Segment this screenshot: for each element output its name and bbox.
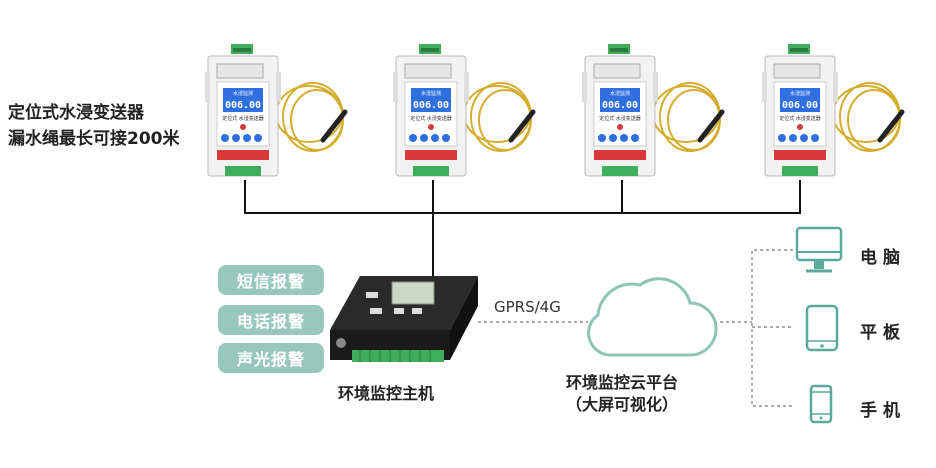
lcd-reading: 006.00 [782,100,818,111]
sensor-cable [275,82,344,152]
bottom-terminal [602,166,638,176]
alarm-badge-phone-call: 电话报警 [218,305,324,335]
bottom-terminal [413,166,449,176]
bottom-terminal [782,166,818,176]
client-branch-line [751,249,793,407]
button-row [221,134,262,142]
probe-icon [508,109,536,143]
red-terminal [217,150,269,160]
logo-icon [617,124,623,130]
lcd-title: 水浸监测 [610,90,630,97]
monitor-icon [795,226,843,273]
sensor-device-graphic: 水浸监测 006.00 定位式 水浸变送器 [762,44,905,177]
model-line: 定位式 水浸变送器 [779,115,821,122]
sensor-device-graphic: 水浸监测 006.00 定位式 水浸变送器 [393,44,536,177]
red-terminal [594,150,646,160]
lcd-title: 水浸监测 [233,90,253,97]
client-label-pc: 电脑 [860,248,906,268]
alarm-badge-sms: 短信报警 [218,265,324,295]
sensor-device-graphic: 水浸监测 006.00 定位式 水浸变送器 [582,44,725,177]
sensor-caption: 定位式水浸变送器 漏水绳最长可接200米 [8,100,180,152]
lcd-reading: 006.00 [225,100,261,111]
lcd-screen [411,88,451,112]
host-controller-device [330,276,478,362]
lcd-title: 水浸监测 [421,90,441,97]
lcd-screen [780,88,820,112]
logo-icon [428,124,434,130]
water-sensor-device: 水浸监测 006.00 定位式 水浸变送器 [582,42,732,188]
sensor-bus-line [244,180,801,214]
cloud-label-line1: 环境监控云平台 [566,373,679,392]
phone-icon [809,384,833,424]
probe-icon [697,109,725,143]
logo-icon [240,124,246,130]
network-label: GPRS/4G [494,298,561,316]
lcd-reading: 006.00 [602,100,638,111]
client-label-phone: 手机 [860,401,906,421]
probe-icon [877,109,905,143]
button-row [598,134,639,142]
lcd-screen [600,88,640,112]
host-label: 环境监控主机 [338,384,435,403]
cloud-icon [587,277,718,357]
water-sensor-device: 水浸监测 006.00 定位式 水浸变送器 [762,42,912,188]
red-terminal [405,150,457,160]
lcd-title: 水浸监测 [790,90,810,97]
button-row [778,134,819,142]
sensor-caption-line1: 定位式水浸变送器 [8,103,144,123]
sensor-cable [832,82,901,152]
logo-icon [797,124,803,130]
model-line: 定位式 水浸变送器 [599,115,641,122]
lcd-screen [223,88,263,112]
probe-icon [320,109,348,143]
sensor-cable [652,82,721,152]
button-row [409,134,450,142]
cloud-label-line2: （大屏可视化） [566,395,679,414]
sensor-caption-line2: 漏水绳最长可接200米 [8,129,180,149]
water-sensor-device: 水浸监测 006.00 定位式 水浸变送器 [205,42,355,188]
sensor-cable [463,82,532,152]
water-sensor-device: 水浸监测 006.00 定位式 水浸变送器 [393,42,543,188]
sensor-device-graphic: 水浸监测 006.00 定位式 水浸变送器 [205,44,348,177]
bottom-terminal [225,166,261,176]
red-terminal [774,150,826,160]
tablet-icon [805,304,839,352]
client-label-tablet: 平板 [860,323,906,343]
lcd-reading: 006.00 [413,100,449,111]
alarm-badge-sound-light: 声光报警 [218,343,324,373]
model-line: 定位式 水浸变送器 [410,115,452,122]
cloud-platform-label: 环境监控云平台 （大屏可视化） [566,372,678,416]
model-line: 定位式 水浸变送器 [222,115,264,122]
